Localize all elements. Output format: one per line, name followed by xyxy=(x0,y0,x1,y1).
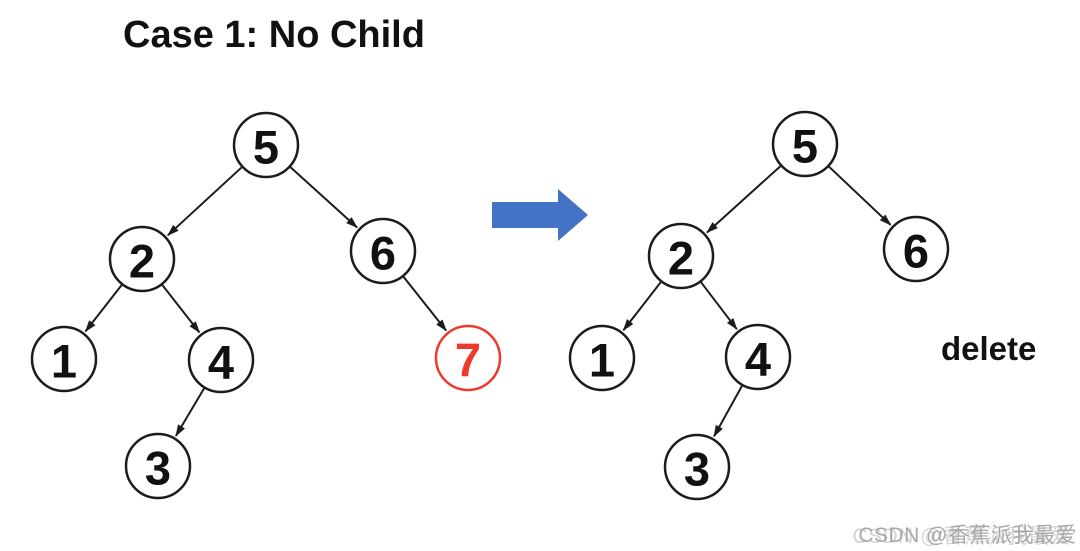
edge-before-6-7 xyxy=(402,276,447,332)
edge-after-2-4 xyxy=(700,281,738,330)
tree-node-label-after-1: 1 xyxy=(589,334,615,387)
tree-node-label-after-3: 3 xyxy=(684,443,710,496)
tree-node-label-before-5: 5 xyxy=(253,121,279,174)
tree-node-before-5 xyxy=(232,111,300,179)
tree-node-label-after-6: 6 xyxy=(903,225,929,278)
edge-after-5-6 xyxy=(828,165,892,226)
transition-arrow xyxy=(492,189,588,241)
tree-node-after-6 xyxy=(882,215,950,283)
tree-node-label-after-2: 2 xyxy=(668,232,694,285)
tree-node-label-before-6: 6 xyxy=(370,227,396,280)
tree-node-label-before-2: 2 xyxy=(129,235,155,288)
edge-before-5-2 xyxy=(167,166,243,237)
tree-node-label-before-1: 1 xyxy=(51,335,77,388)
delete-label: delete xyxy=(941,330,1037,367)
tree-node-after-4 xyxy=(724,323,792,391)
tree-node-before-1 xyxy=(30,325,98,393)
slide-title: Case 1: No Child xyxy=(123,14,425,56)
tree-node-label-before-4: 4 xyxy=(208,336,234,389)
edge-before-2-1 xyxy=(84,284,123,333)
tree-node-before-4 xyxy=(187,326,255,394)
tree-after: 5 2 6 1 4 3 xyxy=(568,110,950,501)
edge-after-2-1 xyxy=(622,281,662,332)
tree-node-after-2 xyxy=(647,222,715,290)
edge-after-5-2 xyxy=(706,165,782,234)
edge-before-4-3 xyxy=(175,387,205,437)
tree-node-before-3 xyxy=(124,432,192,500)
tree-node-before-7 xyxy=(434,324,502,392)
tree-node-before-2 xyxy=(108,225,176,293)
watermark: CSDN @香蕉派我最爱 xyxy=(858,524,1077,547)
tree-node-label-after-5: 5 xyxy=(792,120,818,173)
edge-before-5-6 xyxy=(289,166,358,229)
tree-node-after-1 xyxy=(568,324,636,392)
edge-before-2-4 xyxy=(161,284,201,334)
tree-node-label-before-7: 7 xyxy=(455,334,481,387)
tree-node-label-after-4: 4 xyxy=(745,333,771,386)
tree-node-after-3 xyxy=(663,433,731,501)
tree-node-label-before-3: 3 xyxy=(145,442,171,495)
tree-node-before-6 xyxy=(349,217,417,285)
edge-after-4-3 xyxy=(713,385,743,438)
tree-node-after-5 xyxy=(771,110,839,178)
tree-before: 5 2 6 1 4 7 3 xyxy=(30,111,502,500)
